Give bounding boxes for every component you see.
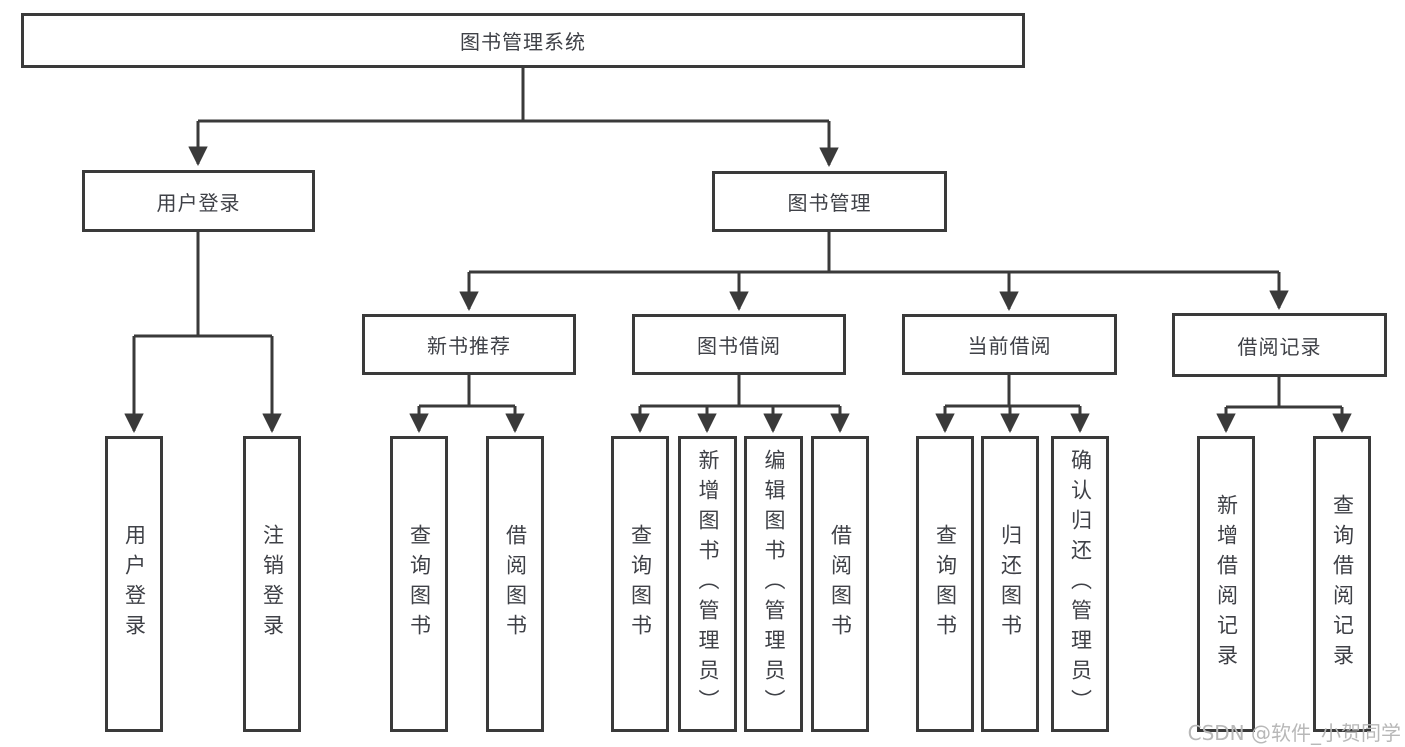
leaf-query-books-recommend-label: 查询图书	[407, 524, 432, 644]
connector-records-trunk	[1226, 377, 1342, 409]
leaf-borrow-books-recommend-label: 借阅图书	[503, 524, 528, 644]
leaf-confirm-return-admin-label: 确认归还（管理员）	[1068, 449, 1093, 719]
leaf-user-login: 用户登录	[105, 436, 163, 732]
connector-newbook-trunk	[419, 375, 515, 408]
leaf-borrow-books-borrow: 借阅图书	[811, 436, 869, 732]
leaf-confirm-return-admin: 确认归还（管理员）	[1051, 436, 1109, 732]
leaf-query-books-current-label: 查询图书	[933, 524, 958, 644]
leaf-return-book: 归还图书	[981, 436, 1039, 732]
node-book-borrow-label: 图书借阅	[697, 334, 781, 358]
leaf-add-borrow-record-label: 新增借阅记录	[1214, 494, 1239, 674]
leaf-query-books-recommend: 查询图书	[390, 436, 448, 732]
leaf-edit-book-admin-label: 编辑图书（管理员）	[762, 449, 786, 719]
node-book-borrow: 图书借阅	[632, 314, 846, 375]
node-current-borrow-label: 当前借阅	[967, 334, 1052, 358]
leaf-logout-label: 注销登录	[260, 524, 285, 644]
leaf-add-book-admin-label: 新增图书（管理员）	[696, 449, 720, 719]
node-book-management-label: 图书管理	[787, 191, 872, 215]
leaf-query-borrow-record-label: 查询借阅记录	[1330, 494, 1355, 674]
node-root: 图书管理系统	[21, 13, 1025, 68]
node-new-book-recommend: 新书推荐	[362, 314, 576, 375]
csdn-watermark: CSDN @软件_小贺同学	[1187, 721, 1401, 745]
leaf-query-books-current: 查询图书	[916, 436, 974, 732]
node-borrow-records-label: 借阅记录	[1237, 334, 1322, 359]
node-user-login-label: 用户登录	[156, 190, 241, 215]
leaf-user-login-label: 用户登录	[122, 524, 147, 644]
node-new-book-recommend-label: 新书推荐	[427, 334, 511, 358]
leaf-logout: 注销登录	[243, 436, 301, 732]
connector-root-trunk	[198, 68, 829, 123]
connector-userlogin-trunk	[134, 232, 272, 338]
connector-currentborrow-trunk	[945, 375, 1080, 408]
leaf-query-books-borrow: 查询图书	[611, 436, 669, 732]
leaf-borrow-books-borrow-label: 借阅图书	[828, 524, 853, 644]
leaf-borrow-books-recommend: 借阅图书	[486, 436, 544, 732]
leaf-return-book-label: 归还图书	[998, 524, 1023, 644]
connector-bookborrow-trunk	[640, 375, 840, 408]
leaf-add-borrow-record: 新增借阅记录	[1197, 436, 1255, 732]
node-user-login: 用户登录	[82, 170, 315, 232]
node-book-management: 图书管理	[712, 171, 947, 232]
leaf-edit-book-admin: 编辑图书（管理员）	[744, 436, 803, 732]
connector-bookmgmt-trunk	[469, 232, 1279, 274]
node-root-label: 图书管理系统	[460, 30, 586, 54]
leaf-query-books-borrow-label: 查询图书	[628, 524, 653, 644]
leaf-query-borrow-record: 查询借阅记录	[1313, 436, 1371, 732]
node-borrow-records: 借阅记录	[1172, 313, 1387, 377]
leaf-add-book-admin: 新增图书（管理员）	[678, 436, 737, 732]
node-current-borrow: 当前借阅	[902, 314, 1117, 375]
